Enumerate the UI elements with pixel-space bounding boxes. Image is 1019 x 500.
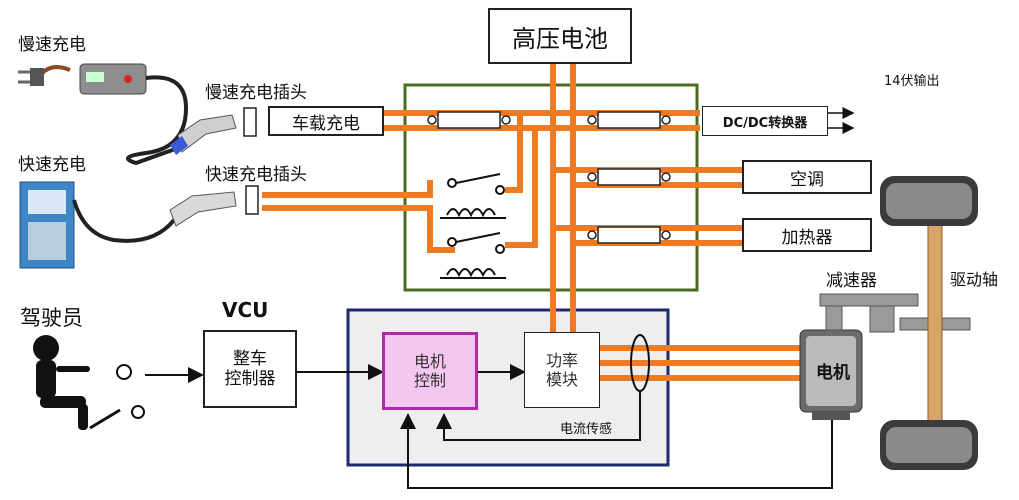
onboard-charger-box: 车载充电 (268, 106, 384, 136)
vcu-controller-box: 整车 控制器 (203, 330, 297, 408)
motor-icon (799, 329, 863, 420)
fast-plug-label: 快速充电插头 (205, 165, 307, 185)
heater-box: 加热器 (742, 218, 872, 252)
fast-charger-icon (19, 181, 237, 269)
current-sense-label: 电流传感 (560, 422, 613, 437)
battery-box: 高压电池 (488, 8, 632, 64)
reducer-icon (819, 293, 971, 333)
dcdc-box: DC/DC转换器 (702, 106, 828, 136)
relays (440, 173, 506, 279)
slow-plug-label: 慢速充电插头 (205, 83, 307, 103)
reducer-label: 减速器 (826, 271, 877, 291)
motor-control-box: 电机 控制 (382, 332, 478, 410)
current-sensor (630, 334, 650, 392)
fuses (437, 111, 661, 244)
motor-label: 电机 (816, 363, 850, 383)
driver-label: 驾驶员 (20, 306, 83, 330)
power-module-box: 功率 模块 (524, 332, 600, 408)
slow-charger-icon (18, 63, 237, 166)
drive-shaft-icon (880, 176, 978, 470)
ac-box: 空调 (742, 160, 872, 194)
slow-charge-label: 慢速充电 (18, 35, 86, 55)
output-14v-label: 14伏输出 (884, 74, 940, 89)
drive-shaft-label: 驱动轴 (950, 270, 999, 289)
output-arrows (828, 107, 855, 134)
fast-charge-label: 快速充电 (18, 155, 86, 175)
signal-lines (145, 364, 833, 489)
vcu-label: VCU (222, 298, 269, 322)
driver-icon (33, 335, 145, 430)
